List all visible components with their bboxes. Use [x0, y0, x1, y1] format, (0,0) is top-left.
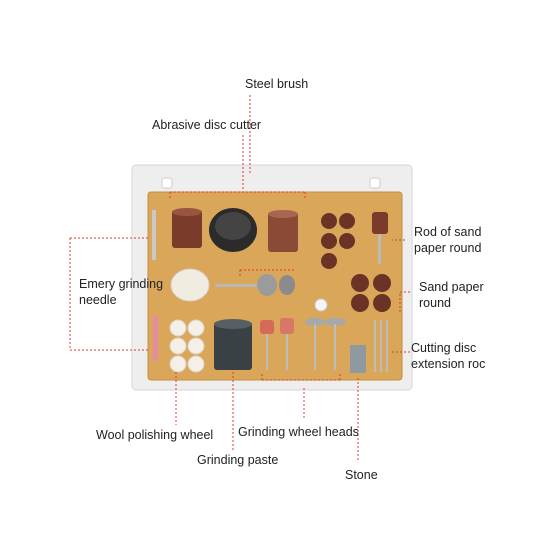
sand-paper-sleeves-top — [321, 213, 355, 269]
label-cutting-disc-extension-rod: Cutting disc extension roc — [411, 340, 487, 372]
grinding-stone-cylinder — [172, 208, 202, 248]
leader-lines — [69, 95, 410, 460]
label-line: extension roc — [411, 357, 486, 371]
label-line: needle — [79, 293, 117, 307]
label-rod-of-sand-paper-round: Rod of sand paper round — [414, 224, 504, 256]
label-emery-grinding-needle: Emery grinding needle — [79, 276, 179, 308]
sand-paper-round-part — [351, 274, 391, 312]
grinding-paste-part — [214, 319, 252, 370]
label-line: Emery grinding — [79, 277, 164, 291]
hang-hole-left — [161, 177, 173, 189]
felt-ball-part — [170, 268, 210, 302]
washer-part — [314, 298, 328, 312]
label-wool-polishing-wheel: Wool polishing wheel — [96, 428, 214, 442]
rod-of-sand-paper-round-part — [372, 212, 388, 264]
label-steel-brush: Steel brush — [245, 77, 309, 91]
extension-rods-part — [374, 320, 388, 372]
abrasive-disc-cutter-part — [209, 208, 257, 252]
grinding-wheel-heads-part — [260, 318, 346, 370]
label-line: Rod of sand — [414, 225, 482, 239]
label-grinding-wheel-heads: Grinding wheel heads — [238, 425, 359, 439]
hang-hole-right — [369, 177, 381, 189]
label-sand-paper-round: Sand paper round — [419, 279, 499, 311]
emery-needle-part — [152, 210, 156, 260]
label-grinding-paste: Grinding paste — [197, 453, 279, 467]
label-line: paper round — [414, 241, 482, 255]
wool-polishing-wheels-part — [169, 319, 205, 373]
mandrel-part — [215, 274, 295, 296]
pink-emery-stick — [153, 316, 158, 361]
label-line: Sand paper — [419, 280, 484, 294]
steel-brush-part — [268, 210, 298, 252]
label-line: round — [419, 296, 451, 310]
label-abrasive-disc-cutter: Abrasive disc cutter — [152, 118, 262, 132]
label-line: Cutting disc — [411, 341, 477, 355]
stone-part — [350, 345, 366, 373]
label-stone: Stone — [345, 468, 378, 482]
